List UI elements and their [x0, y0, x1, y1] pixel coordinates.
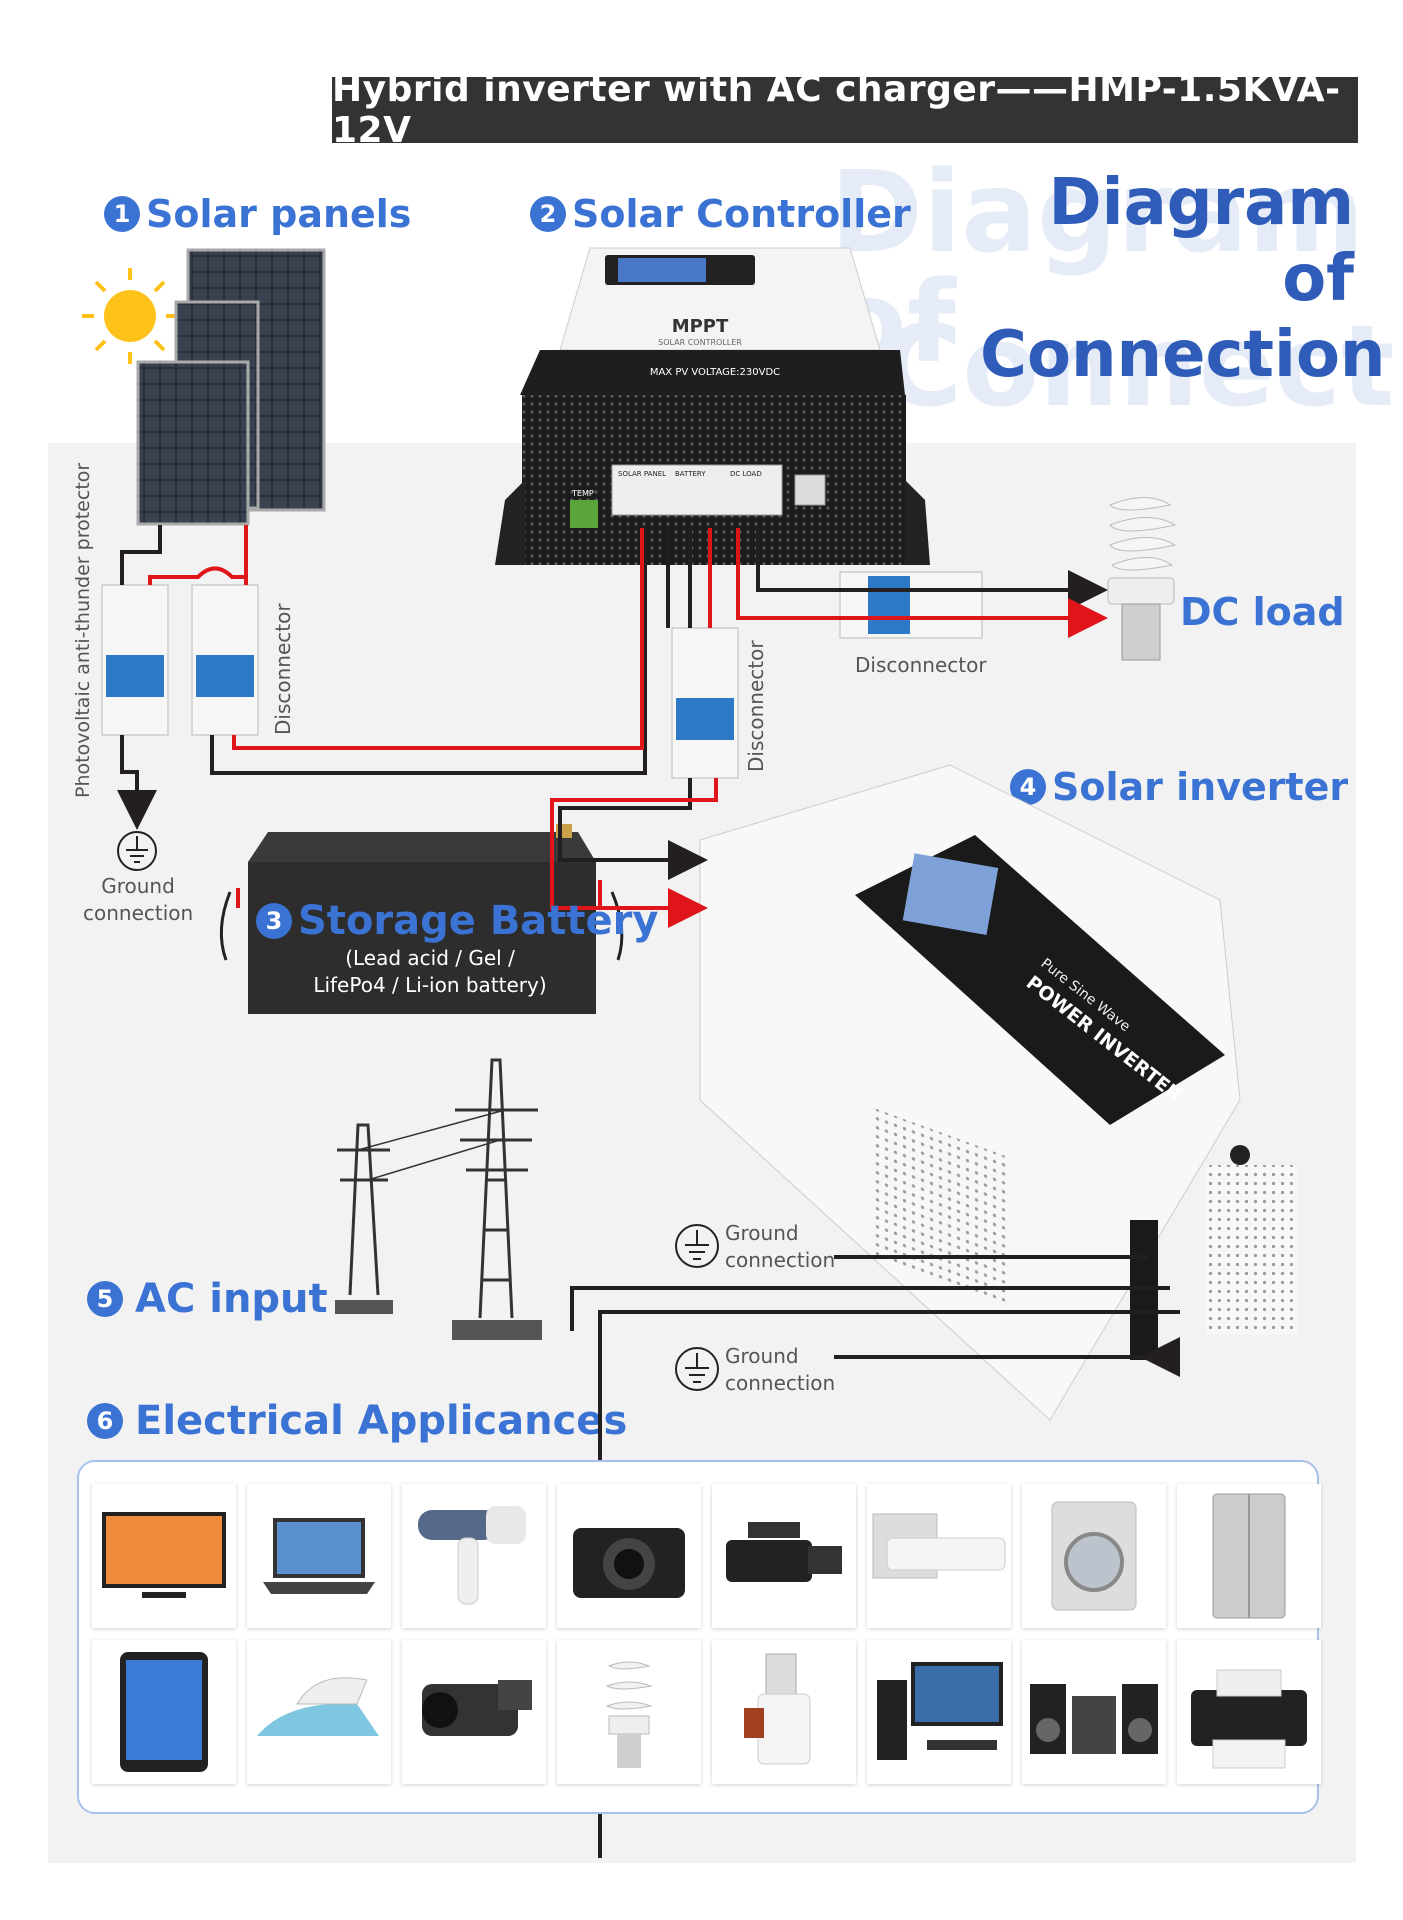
red-wires: [148, 525, 1108, 928]
hair-dryer-icon: [402, 1484, 546, 1628]
ground-label-line1: Ground: [101, 874, 175, 898]
transmission-towers-icon: [335, 1058, 542, 1340]
controller-sub: SOLAR CONTROLLER: [658, 338, 742, 347]
battery-types-line2: LifePo4 / Li-ion battery): [313, 973, 547, 997]
air-conditioner-icon: [867, 1484, 1011, 1628]
diagram-title-line2: Connection: [980, 318, 1386, 392]
protector-label: Photovoltaic anti-thunder protector: [72, 462, 94, 798]
ground-label-ac-top: Ground connection: [725, 1220, 835, 1274]
port-battery: BATTERY: [675, 470, 706, 478]
tv-icon: [92, 1484, 236, 1628]
watermark-connection: Connection: [880, 302, 1403, 432]
camcorder-icon: [402, 1640, 546, 1784]
step-number: 1: [104, 196, 140, 232]
diagram-title: Diagram of Connection: [980, 165, 1386, 393]
solar-controller-device: [495, 247, 930, 565]
disconnector-label-dcload: Disconnector: [855, 653, 987, 677]
ground-label-line2: connection: [83, 901, 194, 925]
sun-icon: [82, 268, 178, 364]
power-inverter-device: [699, 764, 1297, 1421]
breaker-dcload-disconnector: [839, 571, 983, 639]
disconnector-label-pv: Disconnector: [271, 603, 295, 735]
heading-label: Solar inverter: [1052, 765, 1349, 809]
cfl-bulb-icon: [557, 1640, 701, 1784]
ground-label-ac-bottom: Ground connection: [725, 1343, 835, 1397]
ground-icon-ac-top: [675, 1224, 719, 1268]
solar-panel-array: [136, 248, 326, 526]
step-number: 6: [87, 1403, 123, 1439]
ground-icon-battery: [117, 831, 157, 871]
controller-max-pv: MAX PV VOLTAGE:230VDC: [650, 367, 780, 378]
step-number: 4: [1010, 769, 1046, 805]
refrigerator-icon: [1177, 1484, 1321, 1628]
step-number: 3: [256, 903, 292, 939]
heading-label: Solar Controller: [572, 192, 911, 236]
black-wires: [117, 525, 1180, 1858]
laptop-icon: [247, 1484, 391, 1628]
step-number: 5: [87, 1281, 123, 1317]
ground-label-battery: Ground connection: [83, 873, 193, 927]
breaker-pv-disconnector: [191, 584, 259, 736]
controller-text: MPPT SOLAR CONTROLLER MAX PV VOLTAGE:230…: [571, 316, 780, 498]
port-solar: SOLAR PANEL: [618, 470, 666, 478]
ground-icon-ac-bottom: [675, 1347, 719, 1391]
heading-appliances: 6 Electrical Applicances: [87, 1398, 627, 1444]
dc-load-label: DC load: [1180, 590, 1345, 634]
diagram-title-line1: Diagram of: [1048, 166, 1355, 316]
ground-label-line2: connection: [725, 1371, 836, 1395]
iron-icon: [247, 1640, 391, 1784]
temp-port: TEMP: [571, 489, 594, 498]
controller-brand: MPPT: [672, 316, 729, 337]
heading-label: Storage Battery: [298, 898, 659, 944]
heading-label: AC input: [135, 1276, 328, 1322]
breaker-battery-disconnector: [671, 627, 739, 779]
heading-solar-controller: 2 Solar Controller: [530, 192, 911, 236]
hifi-system-icon: [1022, 1640, 1166, 1784]
heading-ac-input: 5 AC input: [87, 1276, 328, 1322]
watermark-diagram: Diagram of: [830, 148, 1365, 388]
video-camera-icon: [712, 1484, 856, 1628]
heading-storage-battery: 3 Storage Battery: [256, 898, 658, 944]
ground-label-line1: Ground: [725, 1344, 799, 1368]
storage-battery-device: [219, 824, 624, 1014]
heading-label: Electrical Applicances: [135, 1398, 628, 1444]
heading-solar-inverter: 4 Solar inverter: [1010, 765, 1348, 809]
heading-solar-panels: 1 Solar panels: [104, 192, 411, 236]
page-title: Hybrid inverter with AC charger——HMP-1.5…: [332, 69, 1358, 151]
battery-types: (Lead acid / Gel / LifePo4 / Li-ion batt…: [280, 945, 580, 999]
disconnector-label-battery: Disconnector: [744, 640, 768, 772]
desktop-pc-icon: [867, 1640, 1011, 1784]
heading-label: Solar panels: [146, 192, 412, 236]
cfl-bulb-icon: [1107, 497, 1177, 661]
breaker-pv-protector: [101, 584, 169, 736]
ground-label-line2: connection: [725, 1248, 836, 1272]
port-dc-load: DC LOAD: [730, 470, 762, 478]
washing-machine-icon: [1022, 1484, 1166, 1628]
juicer-icon: [712, 1640, 856, 1784]
camera-icon: [557, 1484, 701, 1628]
tablet-icon: [92, 1640, 236, 1784]
printer-icon: [1177, 1640, 1321, 1784]
step-number: 2: [530, 196, 566, 232]
battery-types-line1: (Lead acid / Gel /: [345, 946, 515, 970]
ground-label-line1: Ground: [725, 1221, 799, 1245]
